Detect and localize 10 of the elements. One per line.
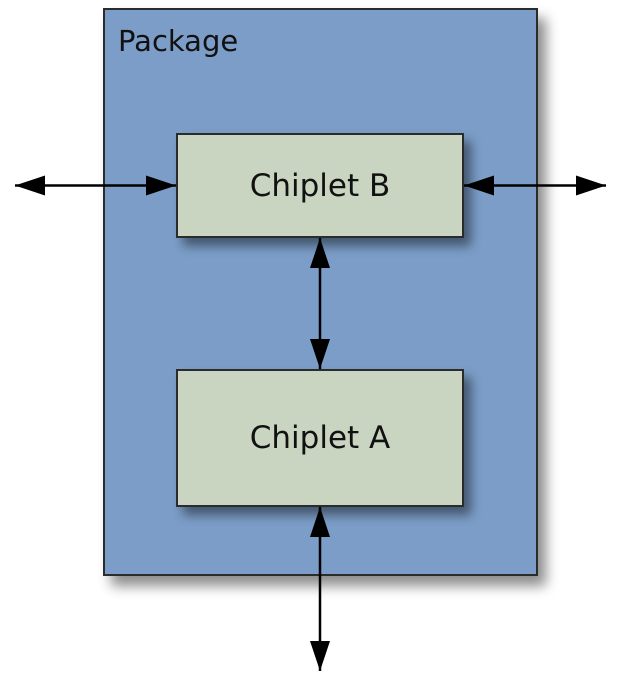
double-arrow (310, 238, 330, 369)
double-arrow (464, 176, 606, 196)
double-arrow (15, 176, 176, 196)
chiplet-box (176, 133, 464, 238)
double-arrow (310, 507, 330, 671)
chiplet-label: Chiplet A (250, 420, 390, 456)
chiplet-box (176, 369, 464, 507)
chiplet-label: Chiplet B (250, 168, 390, 204)
package-box (103, 8, 538, 576)
package-label: Package (118, 24, 238, 58)
